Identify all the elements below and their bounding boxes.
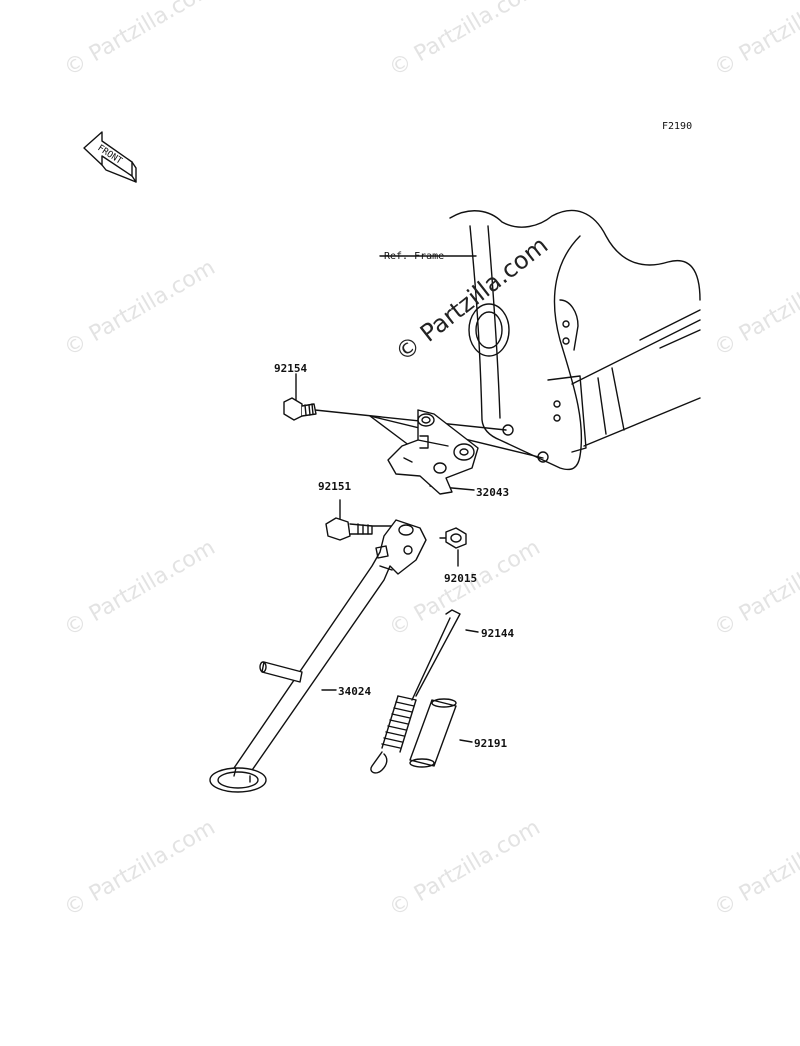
- bolt-92151-part: [325, 517, 373, 541]
- bolt-92154-part: [283, 397, 317, 421]
- figure-code: F2190: [662, 121, 693, 132]
- part-label-92144: 92144: [481, 627, 515, 640]
- part-label-32043: 32043: [476, 486, 510, 499]
- part-label-92015: 92015: [444, 572, 478, 585]
- part-label-92191: 92191: [474, 737, 508, 750]
- ref-frame-drawing: [379, 209, 701, 471]
- ref-frame-label: Ref. Frame: [384, 251, 445, 262]
- part-label-92154: 92154: [274, 362, 308, 375]
- part-label-34024: 34024: [338, 685, 372, 698]
- spring-92144-part: [370, 609, 461, 774]
- collar-92191-part: [409, 698, 457, 768]
- side-stand-34024-part: [209, 519, 427, 793]
- bracket-32043-part: [387, 409, 479, 495]
- part-label-92151: 92151: [318, 480, 352, 493]
- nut-92015-part: [445, 527, 467, 549]
- front-arrow-icon: [83, 131, 137, 183]
